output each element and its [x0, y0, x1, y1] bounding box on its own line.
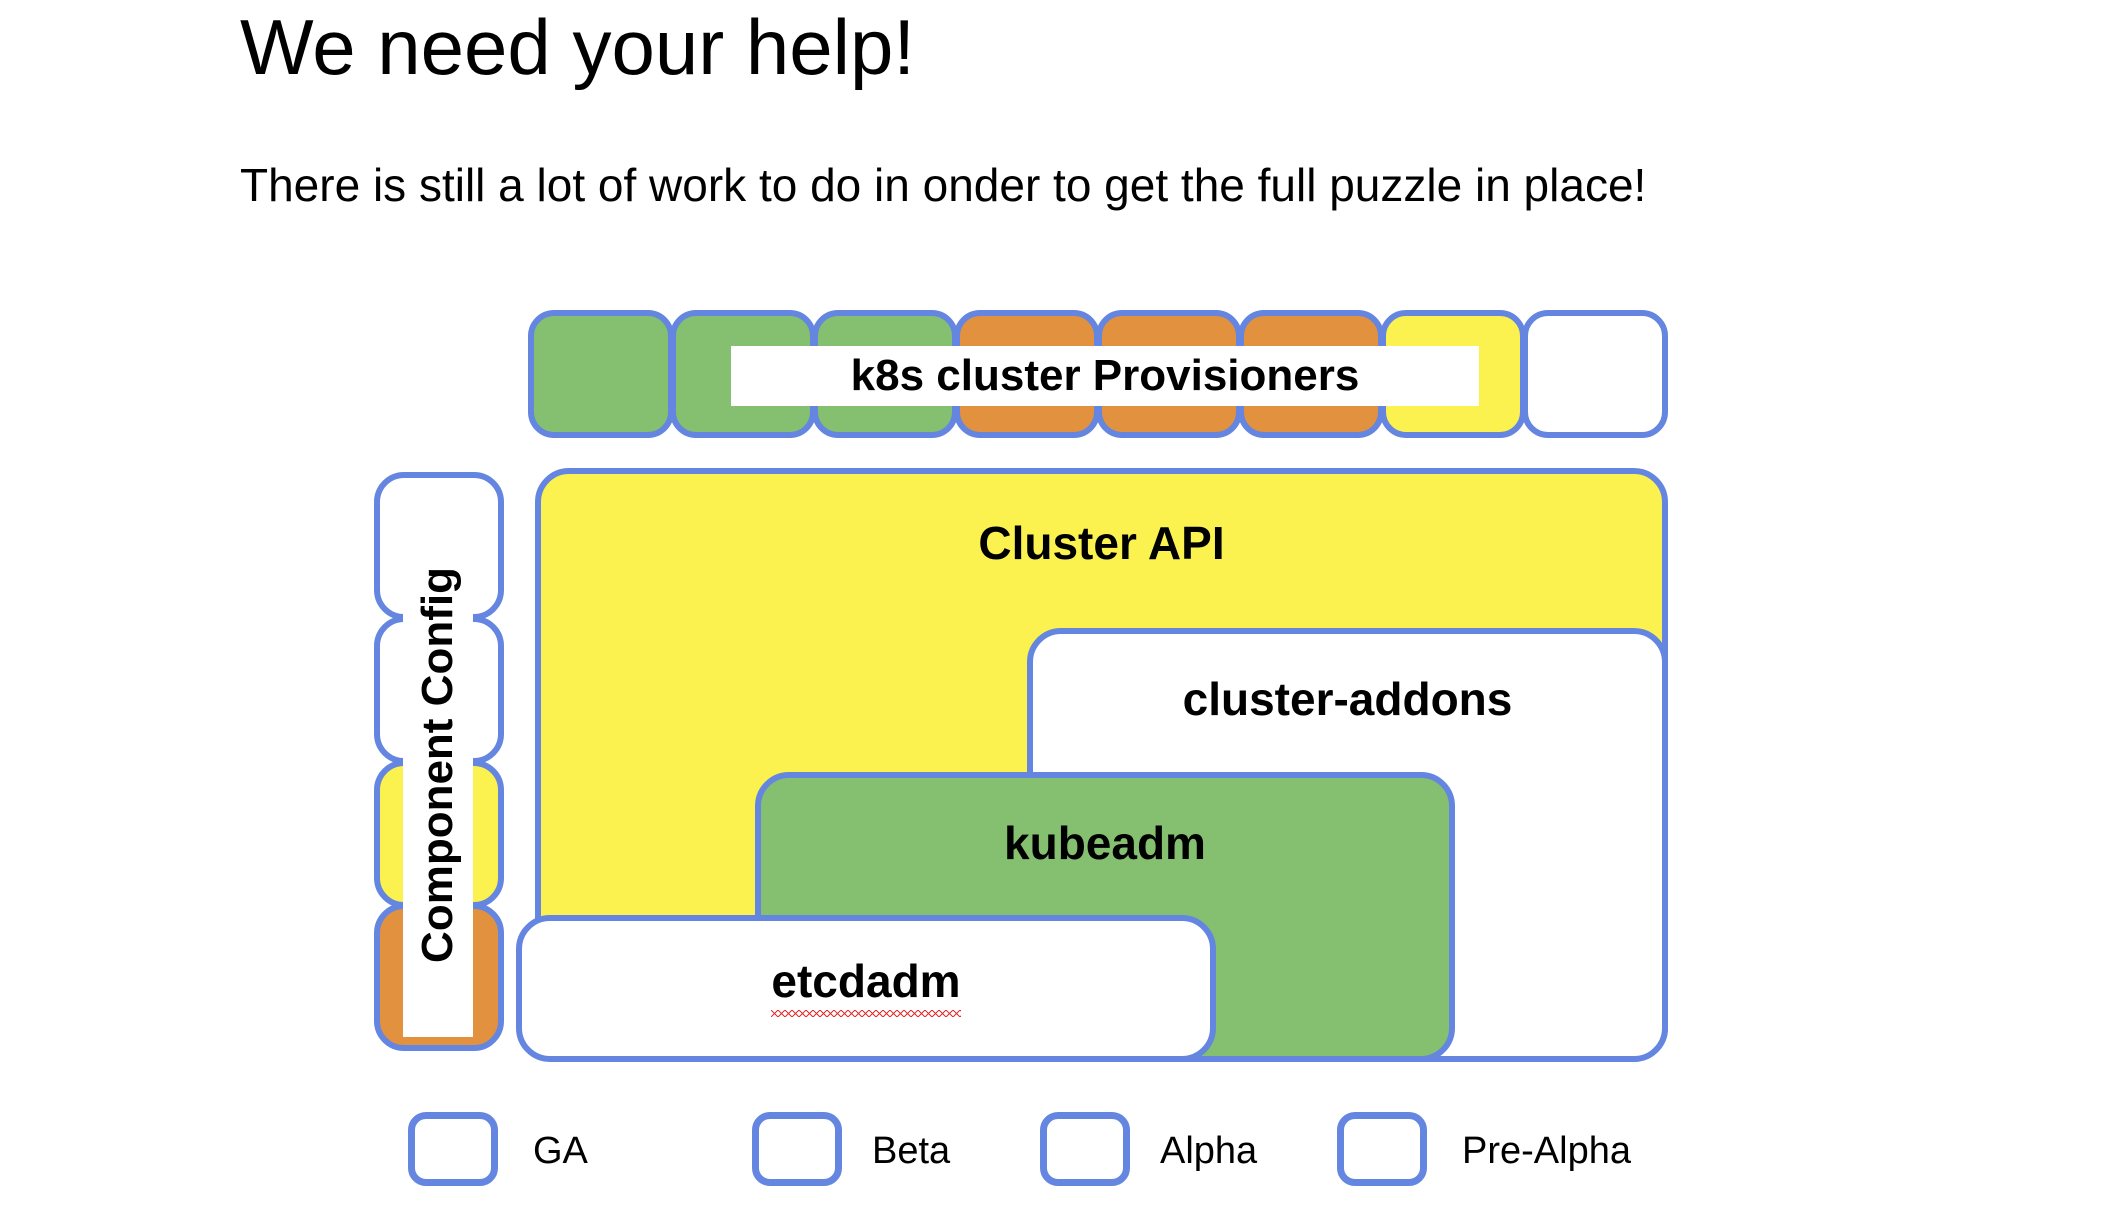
legend-swatch-ga — [408, 1112, 498, 1186]
legend-label-alpha: Alpha — [1160, 1130, 1258, 1172]
stack-label-etcdadm: etcdadm — [522, 954, 1210, 1017]
page-subtitle: There is still a lot of work to do in on… — [240, 159, 1647, 211]
stack-label-cluster-addons: cluster-addons — [1182, 673, 1513, 725]
stack-label-cluster-api: Cluster API — [978, 517, 1225, 569]
provisioner-tile-1[interactable] — [528, 310, 674, 438]
legend-swatch-prealpha — [1337, 1112, 1427, 1186]
legend-label-beta: Beta — [872, 1130, 951, 1172]
stack-label-kubeadm: kubeadm — [1004, 817, 1206, 869]
page-title: We need your help! — [240, 3, 915, 91]
legend-label-prealpha: Pre-Alpha — [1462, 1130, 1631, 1172]
provisioners-label: k8s cluster Provisioners — [731, 346, 1479, 406]
provisioner-tile-8[interactable] — [1522, 310, 1668, 438]
component-config-label-text: Component Config — [413, 566, 463, 963]
legend-label-ga: GA — [533, 1130, 588, 1172]
legend-swatch-alpha — [1040, 1112, 1130, 1186]
stack-label-etcdadm-text: etcdadm — [771, 955, 961, 1017]
legend-swatch-beta — [752, 1112, 842, 1186]
component-config-label: Component Config — [403, 492, 473, 1037]
stack-box-etcdadm[interactable]: etcdadm — [516, 915, 1216, 1062]
